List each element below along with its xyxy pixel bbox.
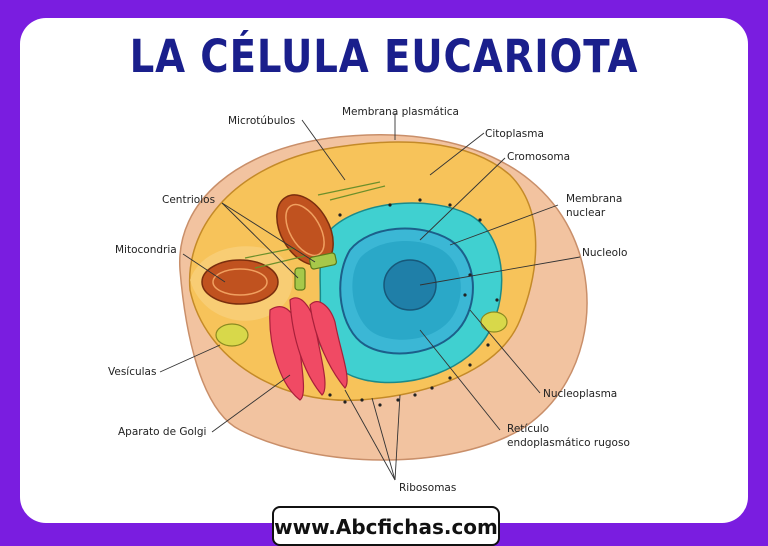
label-vesiculas: Vesículas	[108, 366, 156, 378]
centrioles	[294, 252, 338, 291]
label-cromosoma: Cromosoma	[507, 151, 570, 163]
golgi-apparatus	[269, 297, 348, 401]
ribosomes	[328, 198, 499, 407]
label-reticulo-2: endoplasmático rugoso	[507, 437, 630, 449]
label-aparato-golgi: Aparato de Golgi	[118, 426, 206, 438]
label-membrana-plasmatica: Membrana plasmática	[342, 106, 459, 118]
label-membrana-nuclear-1: Membrana	[566, 193, 622, 205]
label-mitocondria: Mitocondria	[115, 244, 177, 256]
leader-lines	[159, 113, 581, 481]
website-footer[interactable]: www.Abcfichas.com	[272, 506, 500, 546]
nucleolus	[383, 259, 437, 311]
microtubules	[244, 181, 386, 269]
vesicles	[215, 311, 508, 347]
page-title: LA CÉLULA EUCARIOTA	[129, 30, 639, 83]
label-centriolos: Centriolos	[162, 194, 215, 206]
mitochondria	[201, 194, 334, 305]
label-nucleoplasma: Nucleoplasma	[543, 388, 617, 400]
label-citoplasma: Citoplasma	[485, 128, 544, 140]
label-reticulo-1: Retículo	[507, 423, 549, 435]
label-ribosomas: Ribosomas	[399, 482, 456, 494]
label-membrana-nuclear-2: nuclear	[566, 207, 606, 219]
label-nucleolo: Nucleolo	[582, 247, 627, 259]
label-microtubulos: Microtúbulos	[228, 115, 295, 127]
